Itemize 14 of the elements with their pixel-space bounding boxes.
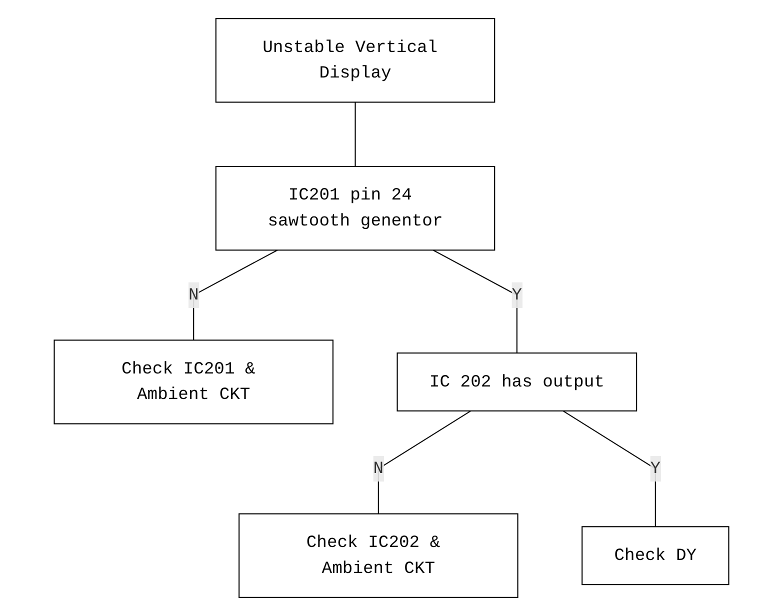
connector [354,102,356,166]
connector [378,410,472,514]
node-box: IC 202 has output [396,352,638,412]
edge-label: N [188,285,199,305]
node-box: IC201 pin 24 sawtooth genentor [215,166,496,251]
node-box: Unstable Vertical Display [215,18,496,103]
node-box: Check DY [582,526,730,586]
edge-label: Y [512,285,522,305]
edge-label: N [373,459,384,478]
connector [432,250,518,354]
connector [562,410,656,527]
node-box: Check IC202 & Ambient CKT [238,513,518,598]
node-box: Check IC201 & Ambient CKT [54,340,334,424]
edge-label: Y [650,459,661,478]
